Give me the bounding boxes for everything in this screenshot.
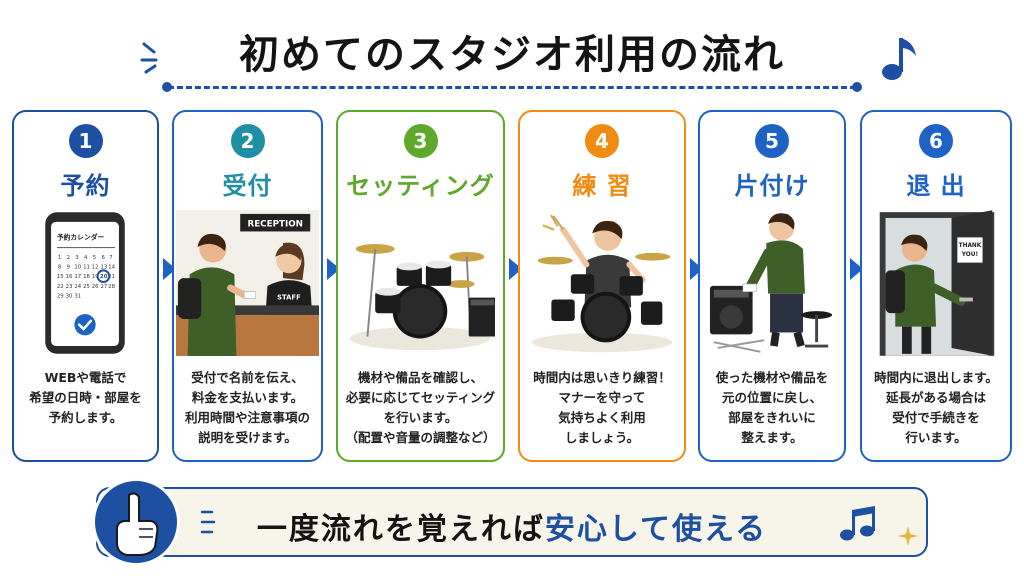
step-number: 2 [230,124,265,158]
step-title: 退 出 [906,172,966,200]
step-title: 片付け [734,172,810,200]
step-card-exit: 6 退 出 THANK YOU! 時間内に退出します。 延長がある場合は 受付で… [860,110,1012,462]
sparkle-icon [898,526,918,546]
step-description: 受付で名前を伝え、 料金を支払います。 利用時間や注意事項の 説明を受けます。 [184,370,310,445]
summary-banner: 一度流れを覚えれば安心して使える [96,487,928,557]
svg-text:1: 1 [58,255,61,261]
svg-text:8: 8 [58,264,62,270]
svg-text:19: 19 [92,274,99,280]
sparkle-icon [200,510,216,534]
step-card-reception: 2 受付 RECEPTION STAFF 受付で名前を伝え、 料金を支払います。 [172,110,323,462]
step-card-practice: 4 練 習 時間内は思いきり練習！ マナーを守って 気持ちよく利用 しましょう。 [518,110,686,462]
step-number: 5 [755,124,789,158]
page-title: 初めてのスタジオ利用の流れ [239,32,785,78]
svg-text:11: 11 [83,264,90,270]
banner-text: 一度流れを覚えれば安心して使える [98,504,926,548]
door-sign-line: YOU! [961,252,978,258]
svg-text:27: 27 [101,284,108,290]
svg-text:9: 9 [67,264,71,270]
cleanup-illustration [708,208,836,358]
step-number: 1 [68,124,103,158]
svg-text:23: 23 [66,284,73,290]
step-title: 練 習 [572,172,632,200]
svg-text:21: 21 [108,274,115,280]
banner-text-part1: 一度流れを覚えれば [256,512,545,547]
check-icon [74,314,96,336]
staff-shirt: STAFF [277,294,301,302]
divider-dot [162,82,172,92]
exit-door-illustration: THANK YOU! [870,208,1002,358]
step-description: 機材や備品を確認し、 必要に応じてセッティング を行います。 （配置や音量の調整… [345,370,496,445]
svg-text:25: 25 [83,284,90,290]
svg-text:10: 10 [74,264,81,270]
step-number: 4 [585,124,619,158]
step-card-cleanup: 5 片付け 使った機材や備品を 元の位置に戻し、 部屋をきれいに 整えます。 [698,110,846,462]
step-number: 3 [403,124,438,158]
pointing-hand-badge [92,478,180,566]
svg-text:17: 17 [74,274,81,280]
step-number: 6 [919,124,953,158]
step-description: 時間内は思いきり練習！ マナーを守って 気持ちよく利用 しましょう。 [533,370,671,445]
door-sign-line: THANK [959,243,982,249]
drummer-illustration [528,208,676,358]
svg-text:31: 31 [74,294,81,300]
step-card-setting: 3 セッティング 機材や備品を確認し、 必要に応じてセッティング を行います。 … [336,110,505,462]
svg-text:16: 16 [66,274,73,280]
svg-text:3: 3 [75,255,78,261]
reception-illustration: RECEPTION STAFF [176,208,319,358]
svg-text:2: 2 [67,255,70,261]
svg-text:15: 15 [57,274,64,280]
svg-text:13: 13 [101,264,108,270]
svg-text:7: 7 [109,255,112,261]
svg-text:28: 28 [108,284,115,290]
drum-kit-illustration [346,208,496,358]
calendar-label: 予約カレンダー [57,232,105,241]
svg-text:26: 26 [92,284,99,290]
svg-text:6: 6 [101,255,105,261]
music-note-icon [840,506,875,541]
banner-text-part2: 安心して使える [544,512,768,547]
step-title: 予約 [60,172,111,200]
svg-text:20: 20 [100,274,108,280]
pointing-hand-icon [116,492,159,556]
arrow-right-icon [850,258,863,280]
svg-text:12: 12 [92,264,99,270]
svg-text:30: 30 [66,294,73,300]
svg-text:22: 22 [57,284,64,290]
sparkle-icon [140,42,158,74]
svg-text:14: 14 [108,264,115,270]
svg-text:4: 4 [84,255,88,261]
reception-sign: RECEPTION [247,220,303,230]
step-description: WEBや電話で 希望の日時・部屋を 予約します。 [29,370,142,425]
svg-text:18: 18 [83,274,90,280]
svg-text:5: 5 [93,255,96,261]
header: 初めてのスタジオ利用の流れ [0,14,1024,94]
step-description: 使った機材や備品を 元の位置に戻し、 部屋をきれいに 整えます。 [715,370,829,445]
title-divider [168,86,856,89]
svg-text:29: 29 [57,294,64,300]
step-description: 時間内に退出します。 延長がある場合は 受付で手続きを 行います。 [874,370,998,445]
music-note-icon [882,38,916,80]
step-title: 受付 [222,172,273,200]
svg-text:24: 24 [74,284,81,290]
divider-dot [852,82,862,92]
step-title: セッティング [346,172,495,200]
